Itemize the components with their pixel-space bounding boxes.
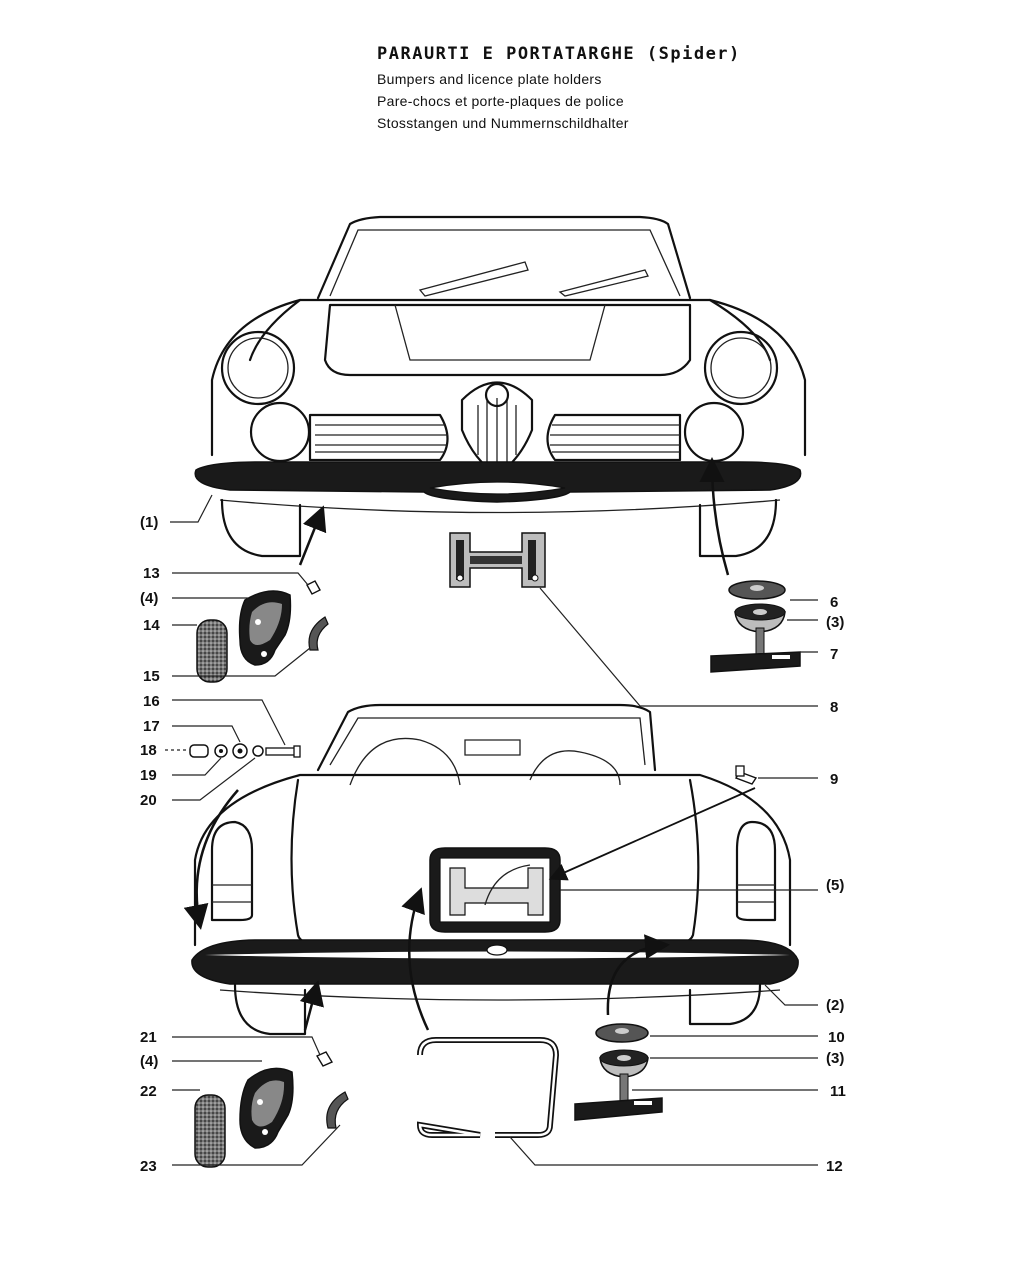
callout-6: 6 [830, 594, 838, 611]
callout-4-front: (4) [140, 590, 158, 607]
leader-lines [165, 457, 818, 1166]
callout-11: 11 [830, 1083, 846, 1100]
diagram-header: PARAURTI E PORTATARGHE (Spider) Bumpers … [377, 44, 741, 134]
callout-10: 10 [828, 1029, 845, 1046]
callout-7: 7 [830, 646, 838, 663]
callout-18: 18 [140, 742, 157, 759]
callout-15: 15 [143, 668, 160, 685]
callout-20: 20 [140, 792, 157, 809]
callout-13: 13 [143, 565, 160, 582]
rear-overrider-parts [189, 743, 758, 1168]
callout-labels: (1) 13 (4) 14 15 16 17 18 19 20 6 (3) 7 … [140, 514, 846, 1175]
callout-17: 17 [143, 718, 160, 735]
subtitle-english: Bumpers and licence plate holders [377, 71, 602, 87]
callout-8: 8 [830, 699, 838, 716]
front-car-drawing [194, 215, 807, 558]
front-plate-holder-part [449, 532, 546, 588]
subtitle-french: Pare-chocs et porte-plaques de police [377, 93, 624, 109]
callout-21: 21 [140, 1029, 157, 1046]
subtitle-german: Stosstangen und Nummernschildhalter [377, 115, 629, 131]
front-plate-bracket-parts [710, 580, 801, 673]
callout-3-front: (3) [826, 614, 844, 631]
callout-23: 23 [140, 1158, 157, 1175]
callout-5: (5) [826, 877, 844, 894]
callout-16: 16 [143, 693, 160, 710]
callout-9: 9 [830, 771, 838, 788]
callout-14: 14 [143, 617, 160, 634]
callout-22: 22 [140, 1083, 157, 1100]
callout-12: 12 [826, 1158, 843, 1175]
diagram-title: PARAURTI E PORTATARGHE (Spider) [377, 44, 741, 64]
callout-1: (1) [140, 514, 158, 531]
callout-3-rear: (3) [826, 1050, 844, 1067]
front-overrider-parts [196, 580, 329, 683]
callout-2: (2) [826, 997, 844, 1014]
callout-4-rear: (4) [140, 1053, 158, 1070]
callout-19: 19 [140, 767, 157, 784]
